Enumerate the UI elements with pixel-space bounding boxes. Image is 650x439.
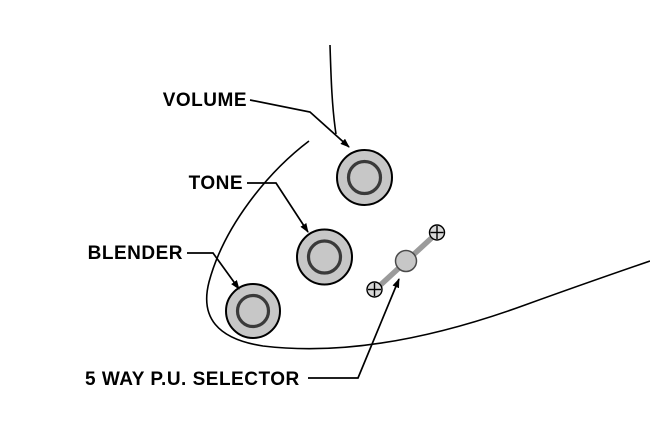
volume-knob-ring bbox=[346, 159, 383, 196]
tone-arrow bbox=[247, 182, 309, 233]
volume-arrow bbox=[249, 99, 350, 148]
selector-arrow bbox=[308, 278, 400, 379]
screw-icon bbox=[428, 224, 446, 241]
tone-knob-icon bbox=[296, 228, 353, 286]
blender-knob-ring bbox=[235, 293, 271, 329]
pickup-selector-switch-icon bbox=[366, 224, 446, 298]
guitar-neck-edge-line bbox=[329, 44, 337, 135]
tone-label: TONE bbox=[189, 173, 243, 194]
selector-pivot bbox=[394, 249, 418, 273]
tone-knob-ring bbox=[306, 239, 343, 275]
volume-knob-disc bbox=[336, 149, 393, 206]
screw-icon bbox=[366, 281, 383, 298]
tone-knob-disc bbox=[296, 228, 353, 286]
blender-knob-icon bbox=[225, 283, 281, 339]
volume-knob-icon bbox=[336, 149, 393, 206]
selector-label: 5 WAY P.U. SELECTOR bbox=[85, 369, 300, 390]
volume-label: VOLUME bbox=[163, 90, 247, 111]
blender-arrow bbox=[187, 252, 240, 290]
blender-label: BLENDER bbox=[88, 243, 183, 264]
guitar-body-outline bbox=[205, 140, 650, 350]
blender-knob-disc bbox=[225, 283, 281, 339]
